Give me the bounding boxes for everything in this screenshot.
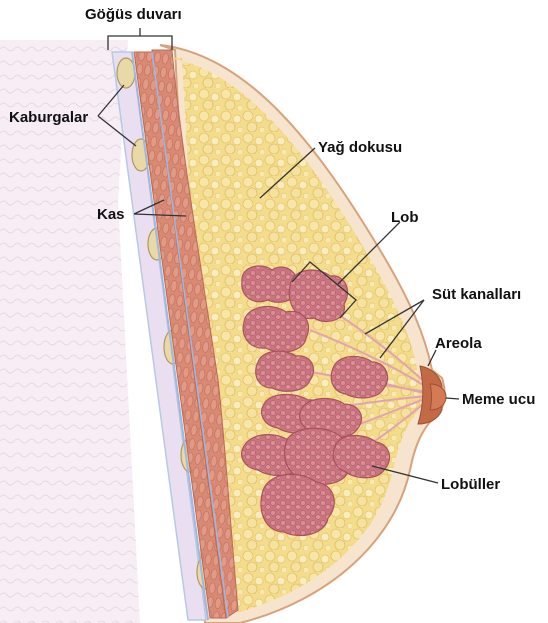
rib-1 <box>117 58 135 88</box>
label-muscle: Kas <box>97 206 125 223</box>
chest-tissue-background <box>0 40 140 623</box>
label-fat-tissue: Yağ dokusu <box>318 139 402 156</box>
label-nipple: Meme ucu <box>462 391 535 408</box>
label-chest-wall: Göğüs duvarı <box>85 6 182 23</box>
label-lobules: Lobüller <box>441 476 500 493</box>
label-areola: Areola <box>435 335 482 352</box>
label-milk-ducts: Süt kanalları <box>432 286 521 303</box>
label-ribs: Kaburgalar <box>9 109 88 126</box>
label-lobe: Lob <box>391 209 419 226</box>
